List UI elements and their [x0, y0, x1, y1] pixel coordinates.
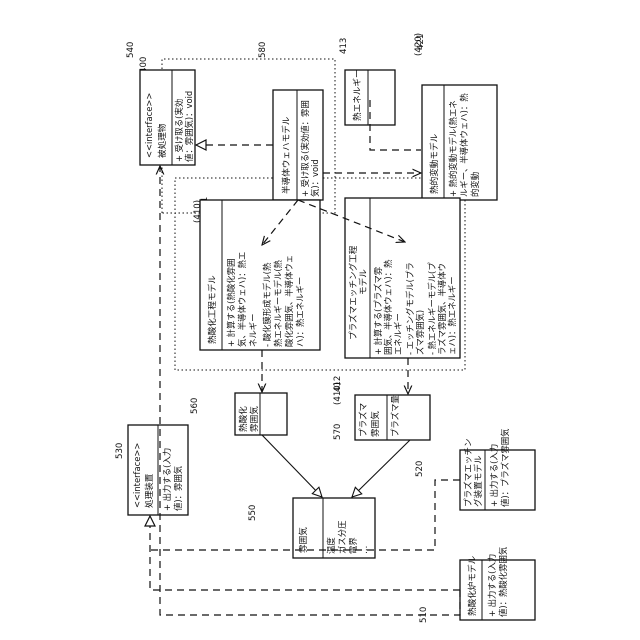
operation-text: ェハ)：熱エネルギー [447, 276, 457, 355]
class-box-510: 熱酸化炉モデル + 出力する(入力 値)：熱酸化雰囲気 [460, 546, 535, 620]
operation-text: ラズマ雰囲気、半導体ウ [437, 263, 447, 355]
box-title: グ装置モデル [472, 455, 484, 507]
operation-text: + 出力する(入力 [162, 448, 172, 511]
class-box-570: プラズマ 雰囲気 プラズマ量 [355, 395, 430, 440]
class-box-412: プラズマエッチング工程 モデル + 計算する(プラズマ雰 囲気、半導体ウェハ)：… [345, 198, 460, 358]
operation-text: ズマ雰囲気) [415, 310, 425, 355]
generalization-arrow-570-550 [352, 440, 410, 497]
operation-text: 気、半導体ウェハ)：熱エ [237, 252, 247, 347]
box-title: プラズマ [357, 403, 369, 437]
box-title: 被処理物 [156, 123, 168, 158]
box-title: 半導体ウェハモデル [280, 116, 292, 194]
operation-text: 酸化雰囲気、半導体ウェ [284, 255, 294, 347]
operation-text: 的変動 [470, 172, 480, 197]
operation-text: 値)：プラズマ雰囲気 [500, 428, 510, 507]
operation-text: 値)：熱酸化雰囲気 [498, 546, 508, 617]
class-box-520: プラズマエッチン グ装置モデル + 出力する(入力 値)：プラズマ雰囲気 [460, 428, 535, 510]
operation-text: + 受け取る(実効値：雰囲 [300, 100, 310, 197]
box-title: プラズマエッチング工程 [347, 245, 359, 340]
interface-box-530: <<interface>> 処理装置 + 出力する(入力 値)：雰囲気 [128, 425, 188, 515]
box-title: 熱的変動モデル [428, 133, 440, 194]
class-box-411: 熱酸化工程モデル + 計算する(熱酸化雰囲 気、半導体ウェハ)：熱エ ネルギー … [200, 200, 320, 350]
ref-570: 570 [333, 424, 343, 440]
box-title: 熱酸化 [237, 406, 249, 432]
ref-540: 540 [126, 42, 136, 58]
attribute-text: プラズマ量 [390, 395, 400, 437]
box-title: プラズマエッチン [462, 438, 474, 507]
generalization-arrow-560-550 [262, 435, 322, 497]
operation-text: 気)：void [310, 159, 320, 197]
operation-text: + 計算する(熱酸化雰囲 [226, 259, 236, 347]
ref-530: 530 [115, 443, 125, 459]
operation-text: ルギー、半導体ウェハ)：熱 [459, 93, 469, 197]
ref-580: 580 [258, 42, 268, 58]
box-title: 雰囲気 [369, 411, 381, 437]
class-box-421: 熱的変動モデル + 熱的変動モデル(熱エネ ルギー、半導体ウェハ)：熱 的変動 [422, 85, 497, 200]
operation-text: - 熱エネルギーモデル(プ [427, 262, 437, 355]
ref-550: 550 [248, 505, 258, 521]
attribute-text: 電界 [348, 537, 358, 554]
box-title: 熱エネルギー [351, 69, 363, 121]
operation-text: ハ)：熱エネルギー [295, 277, 305, 347]
ref-560: 560 [190, 398, 200, 414]
operation-text: + 出力する(入力 [487, 554, 497, 617]
box-title: 処理装置 [143, 473, 155, 508]
stereotype-label: <<interface>> [144, 93, 154, 158]
operation-text: エネルギー [393, 313, 403, 355]
class-box-550: 雰囲気 温度 ガス分圧 電界 … [293, 498, 375, 558]
operation-text: - エッチングモデル(プラ [405, 262, 415, 355]
ref-413: 413 [339, 38, 349, 54]
operation-text: + 受け取る(実効 [174, 99, 184, 162]
ref-520: 520 [415, 461, 425, 477]
operation-text: 値：雰囲気)：void [184, 91, 194, 162]
ref-420: (420) [414, 33, 424, 56]
operation-text: - 酸化膜形成モデル(熱 [262, 262, 272, 347]
stereotype-label: <<interface>> [132, 443, 142, 508]
attribute-text: 温度 [326, 537, 336, 554]
box-title: 熱酸化工程モデル [206, 275, 218, 344]
operation-text: 値)：雰囲気 [173, 465, 183, 511]
interface-box-540: <<interface>> 被処理物 + 受け取る(実効 値：雰囲気)：void [140, 70, 195, 165]
operation-text: + 計算する(プラズマ雰 [373, 266, 383, 355]
box-title: 雰囲気 [297, 527, 309, 553]
operation-text: 囲気、半導体ウェハ)：熱 [383, 259, 393, 355]
operation-text: 熱エネルギーモデル(熱 [273, 259, 283, 347]
ref-410b: (410) [333, 382, 343, 405]
class-box-580: 半導体ウェハモデル + 受け取る(実効値：雰囲 気)：void [273, 90, 323, 200]
box-title: 熱酸化炉モデル [466, 555, 478, 616]
class-box-560: 熱酸化 雰囲気 [235, 393, 287, 435]
box-title: 雰囲気 [248, 406, 260, 432]
attribute-text: ガス分圧 [337, 521, 347, 555]
operation-text: + 熱的変動モデル(熱エネ [448, 100, 458, 197]
operation-text: + 出力する(入力 [489, 444, 499, 507]
operation-text: ネルギー [248, 314, 258, 348]
box-title: モデル [357, 269, 369, 295]
